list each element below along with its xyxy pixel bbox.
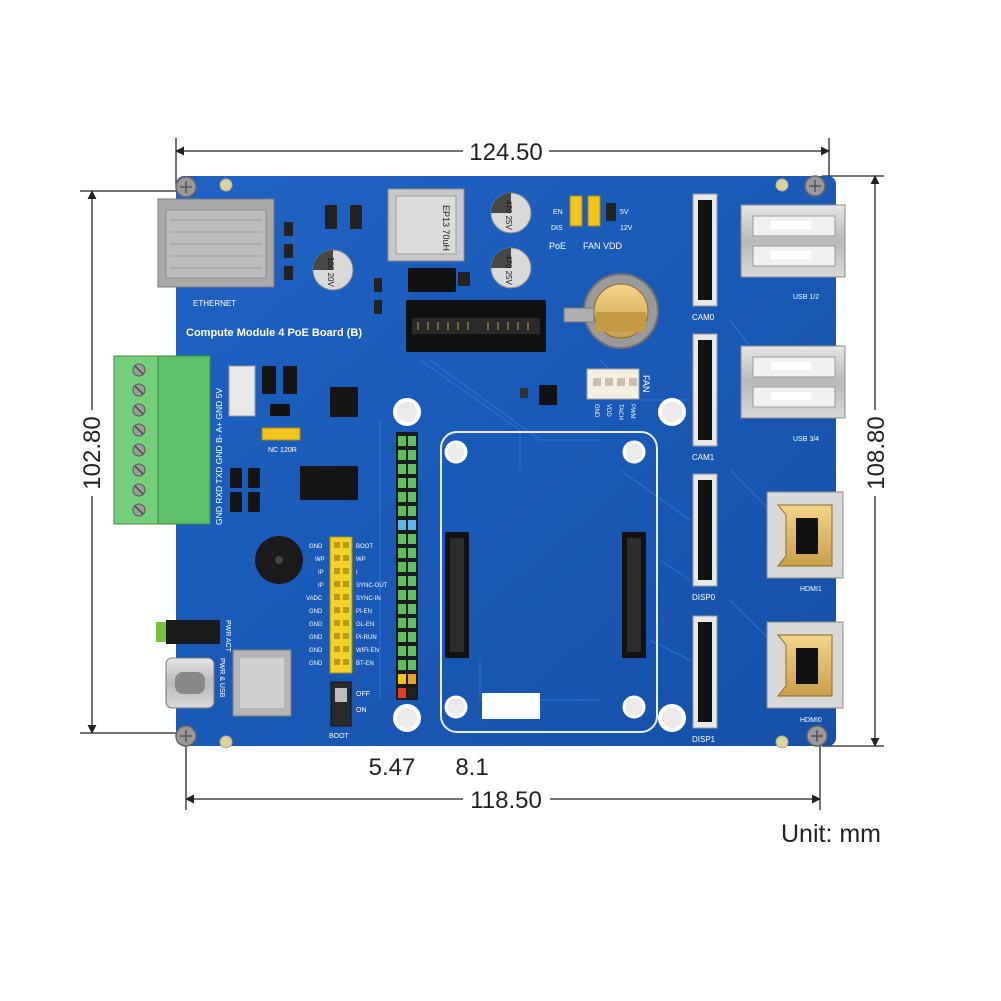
usb-c-port: [165, 657, 215, 709]
usb12-label: USB 1/2: [793, 294, 819, 301]
header-left-label: IP: [318, 570, 324, 576]
fan-label: FAN: [641, 375, 651, 393]
cap1-label: 470 25V: [504, 200, 513, 230]
header-left-label: GND: [309, 661, 323, 667]
inductor-2: [232, 649, 292, 717]
header-right-label: PI-EN: [356, 609, 372, 615]
header-left-label: GND: [309, 609, 323, 615]
jumper-dis-label: DIS: [551, 225, 563, 232]
jumper-5v-label: 5V: [620, 209, 629, 216]
jumper-en-label: EN: [553, 209, 563, 216]
disp0-label: DISP0: [692, 593, 716, 602]
usb-port-1-2: [740, 204, 846, 278]
fan-pin-gnd: GND: [593, 404, 599, 418]
poe-ic: [408, 268, 470, 292]
mounting-holes: [175, 175, 828, 749]
header-right-label: SYNC-IN: [356, 596, 381, 602]
hdmi1-label: HDMI1: [800, 586, 822, 593]
fan-pin-tach: TACH: [617, 404, 623, 420]
on-label: ON: [356, 707, 367, 714]
off-label: OFF: [356, 691, 370, 698]
inductor-label: EP13 70uH: [441, 205, 451, 251]
dim-width-bottom: 118.50: [470, 787, 542, 814]
usb34-label: USB 3/4: [793, 436, 819, 443]
header-left-label: GND: [309, 648, 323, 654]
rs485-labels: GND RXD TXD GND B- A+ GND 5V: [214, 388, 224, 525]
header-left-label: GND: [309, 622, 323, 628]
header-left-labels: GND WP IP IP VADC GND GND GND GND GND: [306, 544, 325, 667]
usb-port-3-4: [740, 345, 846, 419]
fan-header: [586, 368, 640, 400]
header-left-label: GND: [309, 544, 323, 550]
smd-parts: [284, 205, 557, 405]
header-right-label: PI-RUN: [356, 635, 377, 641]
header-right-labels: BOOT WP I SYNC-OUT SYNC-IN PI-EN GL-EN P…: [356, 544, 388, 667]
header-right-label: WP: [356, 557, 366, 563]
cap2-label: 470 25V: [504, 255, 513, 285]
ethernet-label: ETHERNET: [193, 299, 236, 308]
small-ics: [228, 365, 358, 512]
inductor: [387, 188, 465, 262]
header-right-label: SYNC-OUT: [356, 583, 388, 589]
terminal-block: [113, 355, 211, 525]
disp1-label: DISP1: [692, 735, 716, 744]
fan-pin-vdd: VDD: [605, 404, 611, 417]
header-left-label: WP: [315, 557, 325, 563]
nc-120r-jumper: [261, 427, 301, 441]
buzzer: [255, 536, 303, 584]
header-right-label: BT-EN: [356, 661, 374, 667]
header-right-label: BOOT: [356, 544, 373, 550]
pwr-act-label: PWR ACT: [224, 620, 231, 653]
poe-label: PoE: [549, 241, 566, 251]
cam1-label: CAM1: [692, 453, 715, 462]
boot-label: BOOT: [329, 733, 350, 740]
header-left-label: IP: [318, 583, 324, 589]
fan-vdd-label: FAN VDD: [583, 241, 623, 251]
board-title: Compute Module 4 PoE Board (B): [186, 327, 362, 339]
hdmi0-label: HDMI0: [800, 717, 822, 724]
header-right-label: WIFI-EN: [356, 648, 379, 654]
jumper-block: [569, 195, 616, 227]
ethernet-port: [157, 198, 275, 288]
dim-hole-offset-x: 5.47: [369, 754, 416, 781]
hdmi-port-1: [766, 491, 844, 579]
dim-width-top: 124.50: [469, 139, 542, 166]
cam0-label: CAM0: [692, 313, 715, 322]
pcie-slot: [406, 300, 546, 352]
unit-label: Unit: mm: [781, 820, 881, 848]
jumper-12v-label: 12V: [620, 225, 633, 232]
boot-switch: [330, 681, 352, 727]
header-left-label: GND: [309, 635, 323, 641]
hdmi-port-0: [766, 621, 844, 709]
header-right-label: GL-EN: [356, 622, 374, 628]
fan-pin-pwm: PWM: [629, 404, 635, 419]
header-left-label: VADC: [306, 596, 323, 602]
cm4-module-outline: [440, 431, 658, 733]
coin-cell-holder: [563, 273, 659, 349]
pwr-usb-label: PWR & USB: [218, 658, 225, 698]
nc-120r-label: NC 120R: [268, 447, 297, 454]
header-right-label: I: [356, 570, 358, 576]
fpc-connectors: [692, 193, 718, 729]
dim-height-right: 108.80: [863, 416, 890, 489]
capacitors: [312, 192, 532, 291]
status-leds: [156, 620, 220, 644]
cap3-label: 100 20V: [326, 257, 335, 287]
gpio-header: [329, 536, 353, 674]
dim-height-left: 102.80: [79, 416, 106, 489]
dim-hole-offset-y: 8.1: [455, 754, 488, 781]
colored-pin-strip: [396, 432, 418, 700]
